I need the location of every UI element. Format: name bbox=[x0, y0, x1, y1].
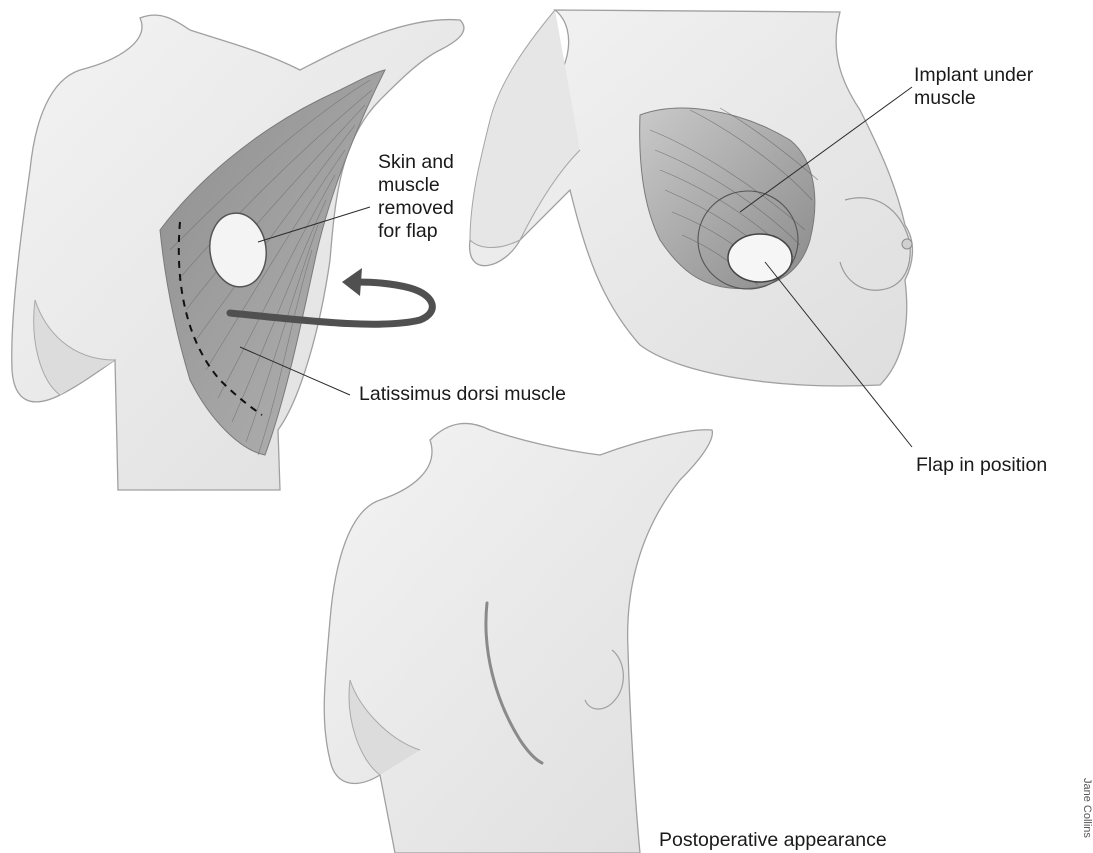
flap-arrow-head bbox=[342, 268, 362, 296]
label-skin-muscle-line3: removed bbox=[378, 197, 454, 220]
label-skin-muscle-removed: Skin and muscle removed for flap bbox=[378, 151, 454, 243]
postop-torso bbox=[324, 423, 712, 853]
illustrator-credit: Jane Collins bbox=[1081, 778, 1093, 838]
label-implant-line2: muscle bbox=[914, 87, 1033, 110]
label-flap-in-position: Flap in position bbox=[916, 454, 1047, 477]
nipple bbox=[902, 239, 912, 249]
label-skin-muscle-line4: for flap bbox=[378, 220, 454, 243]
label-implant-under-muscle: Implant under muscle bbox=[914, 64, 1033, 110]
front-view-implant-figure bbox=[470, 10, 913, 447]
flap-in-position-island bbox=[728, 234, 792, 282]
label-postoperative-appearance: Postoperative appearance bbox=[659, 829, 887, 852]
label-skin-muscle-line2: muscle bbox=[378, 174, 454, 197]
postoperative-back-figure bbox=[324, 423, 712, 853]
label-implant-line1: Implant under bbox=[914, 64, 1033, 87]
back-view-flap-figure bbox=[12, 15, 464, 490]
front-arm bbox=[470, 10, 580, 248]
label-latissimus-dorsi: Latissimus dorsi muscle bbox=[359, 383, 566, 406]
label-skin-muscle-line1: Skin and bbox=[378, 151, 454, 174]
